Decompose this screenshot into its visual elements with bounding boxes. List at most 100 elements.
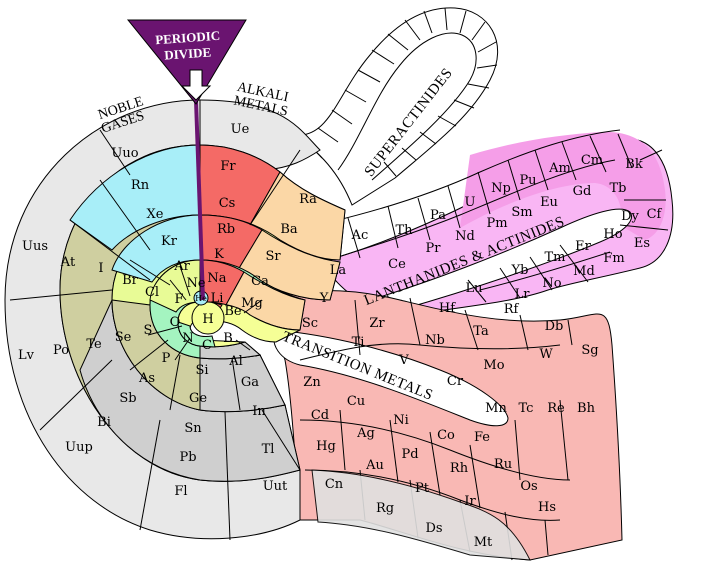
element-Tb: Tb (610, 181, 627, 196)
element-Fr: Fr (220, 159, 236, 174)
periodic-divide-label-2: DIVIDE (164, 44, 212, 62)
superactinides-band (291, 7, 499, 206)
element-Ge: Ge (189, 391, 207, 406)
element-Ne: Ne (186, 276, 205, 291)
element-Cs: Cs (219, 196, 236, 211)
element-Rb: Rb (217, 222, 235, 237)
spiral-elements: H He Li Be B C N O F Ne Na Mg Al Si P S … (18, 122, 317, 499)
element-Be: Be (224, 304, 242, 319)
element-Nb: Nb (425, 333, 445, 348)
main-spiral (4, 99, 346, 541)
element-Ho: Ho (603, 227, 622, 242)
element-He: He (195, 294, 207, 303)
element-Yb: Yb (511, 263, 529, 278)
element-W: W (539, 347, 553, 362)
element-Ca: Ca (251, 274, 269, 289)
element-Cm: Cm (581, 153, 603, 168)
element-Tc: Tc (519, 401, 534, 416)
element-Dy: Dy (621, 209, 639, 224)
element-Ga: Ga (241, 375, 259, 390)
element-Hf: Hf (439, 301, 456, 316)
element-Fl: Fl (174, 484, 187, 499)
element-Rf: Rf (504, 302, 520, 317)
lanthanide-actinide-elements: La Ac Ce Th Pr Pa Nd U Pm Np Sm Pu Eu Am… (330, 153, 663, 302)
element-Rh: Rh (450, 461, 469, 476)
element-Rn: Rn (131, 178, 150, 193)
element-Sr: Sr (265, 249, 281, 264)
element-Lu: Lu (465, 281, 482, 296)
element-Se: Se (115, 330, 132, 345)
element-Pt: Pt (415, 481, 430, 496)
transition-metals-band (264, 290, 623, 561)
element-Ru: Ru (494, 457, 512, 472)
element-Ag: Ag (356, 426, 375, 441)
element-Na: Na (207, 271, 226, 286)
element-Gd: Gd (573, 184, 592, 199)
element-Cr: Cr (447, 374, 464, 389)
element-No: No (542, 276, 561, 291)
element-F: F (174, 292, 183, 307)
element-Db: Db (545, 319, 564, 334)
element-H: H (202, 312, 213, 327)
element-U: U (465, 195, 476, 210)
element-Po: Po (53, 343, 69, 358)
element-Ue: Ue (231, 122, 250, 137)
element-Re: Re (547, 401, 565, 416)
element-Pa: Pa (430, 208, 446, 223)
element-Ds: Ds (425, 521, 442, 536)
element-Sn: Sn (184, 421, 202, 436)
element-Fe: Fe (474, 430, 490, 445)
element-Cf: Cf (647, 207, 663, 222)
element-Md: Md (573, 264, 595, 279)
element-Ra: Ra (299, 192, 317, 207)
element-Ba: Ba (280, 222, 298, 237)
element-Ar: Ar (173, 259, 190, 274)
element-Lr: Lr (515, 287, 531, 302)
element-Pm: Pm (486, 216, 507, 231)
element-In: In (252, 404, 266, 419)
element-Os: Os (520, 479, 537, 494)
element-K: K (214, 247, 224, 262)
element-Br: Br (122, 273, 139, 288)
element-Pb: Pb (179, 450, 196, 465)
element-V: V (398, 353, 409, 368)
element-Bk: Bk (625, 157, 643, 172)
element-Mo: Mo (483, 358, 504, 373)
element-Tm: Tm (545, 250, 566, 265)
element-Y: Y (319, 291, 329, 306)
element-Pu: Pu (519, 173, 536, 188)
element-Mn: Mn (485, 401, 507, 416)
element-Er: Er (575, 239, 591, 254)
element-Li: Li (211, 291, 224, 306)
element-Xe: Xe (147, 207, 164, 222)
element-Am: Am (548, 161, 571, 176)
element-Th: Th (395, 223, 413, 238)
element-Hs: Hs (538, 500, 556, 515)
element-At: At (60, 255, 76, 270)
element-Pd: Pd (401, 447, 418, 462)
element-Tl: Tl (262, 442, 275, 457)
element-Ac: Ac (351, 228, 369, 243)
element-Hg: Hg (316, 439, 336, 454)
element-Np: Np (491, 181, 511, 196)
element-Si: Si (195, 363, 208, 378)
periodic-divide-marker: PERIODIC DIVIDE (126, 19, 247, 301)
lanthanides-actinides-band (321, 129, 674, 314)
element-Eu: Eu (540, 195, 558, 210)
transition-elements: Y Sc Zr Ti Hf Rf Nb V Ta Db Mo Cr W Sg M… (302, 291, 599, 550)
element-Fm: Fm (603, 251, 624, 266)
element-Ce: Ce (388, 257, 406, 272)
element-Uut: Uut (263, 479, 288, 494)
element-Mg: Mg (241, 296, 263, 311)
element-Uus: Uus (22, 239, 48, 254)
element-Pr: Pr (426, 241, 442, 256)
element-As: As (138, 371, 155, 386)
element-Te: Te (86, 337, 102, 352)
element-Cd: Cd (311, 408, 329, 423)
element-Mt: Mt (474, 535, 493, 550)
element-I: I (98, 261, 103, 276)
element-Nd: Nd (455, 229, 475, 244)
element-Sg: Sg (581, 343, 598, 358)
element-Zn: Zn (303, 375, 321, 390)
element-Sc: Sc (302, 316, 318, 331)
